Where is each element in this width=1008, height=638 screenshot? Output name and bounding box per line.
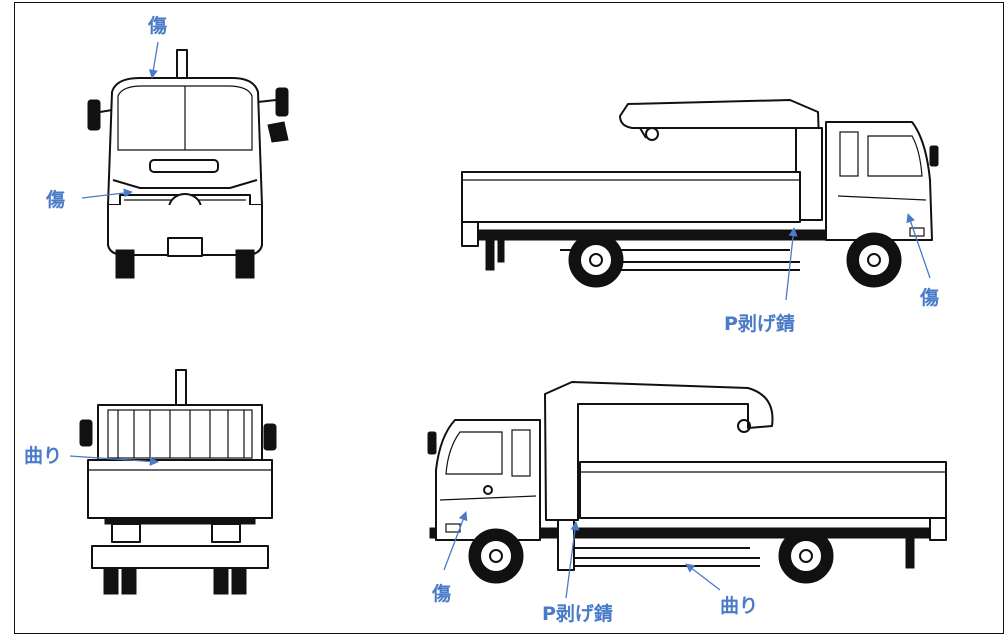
label-left-bend: 曲り [720, 595, 758, 617]
leader-right-door [906, 213, 931, 279]
label-right-door-scratch: 傷 [919, 286, 939, 309]
leader-left-paint-rust [565, 521, 580, 599]
leader-rear-bend [69, 455, 159, 466]
label-front-top-scratch: 傷 [147, 14, 167, 37]
label-left-door-scratch: 傷 [431, 582, 451, 605]
leader-front-top [148, 41, 159, 79]
label-right-paint-rust: P剥げ錆 [724, 312, 795, 335]
truck-front-view [87, 49, 289, 279]
leader-right-paint-rust [785, 227, 798, 301]
label-left-paint-rust: P剥げ錆 [542, 602, 613, 625]
leader-front-grille [81, 188, 133, 199]
truck-rear-view [79, 369, 277, 595]
diagram-frame [14, 2, 1004, 634]
label-rear-bend: 曲り [24, 445, 62, 467]
truck-left-side-view [427, 381, 947, 584]
leader-left-door [443, 511, 468, 571]
leader-left-bend [685, 563, 721, 591]
label-front-grille-scratch: 傷 [45, 188, 65, 211]
truck-right-side-view [461, 99, 939, 288]
annotation-leaders [69, 41, 931, 599]
